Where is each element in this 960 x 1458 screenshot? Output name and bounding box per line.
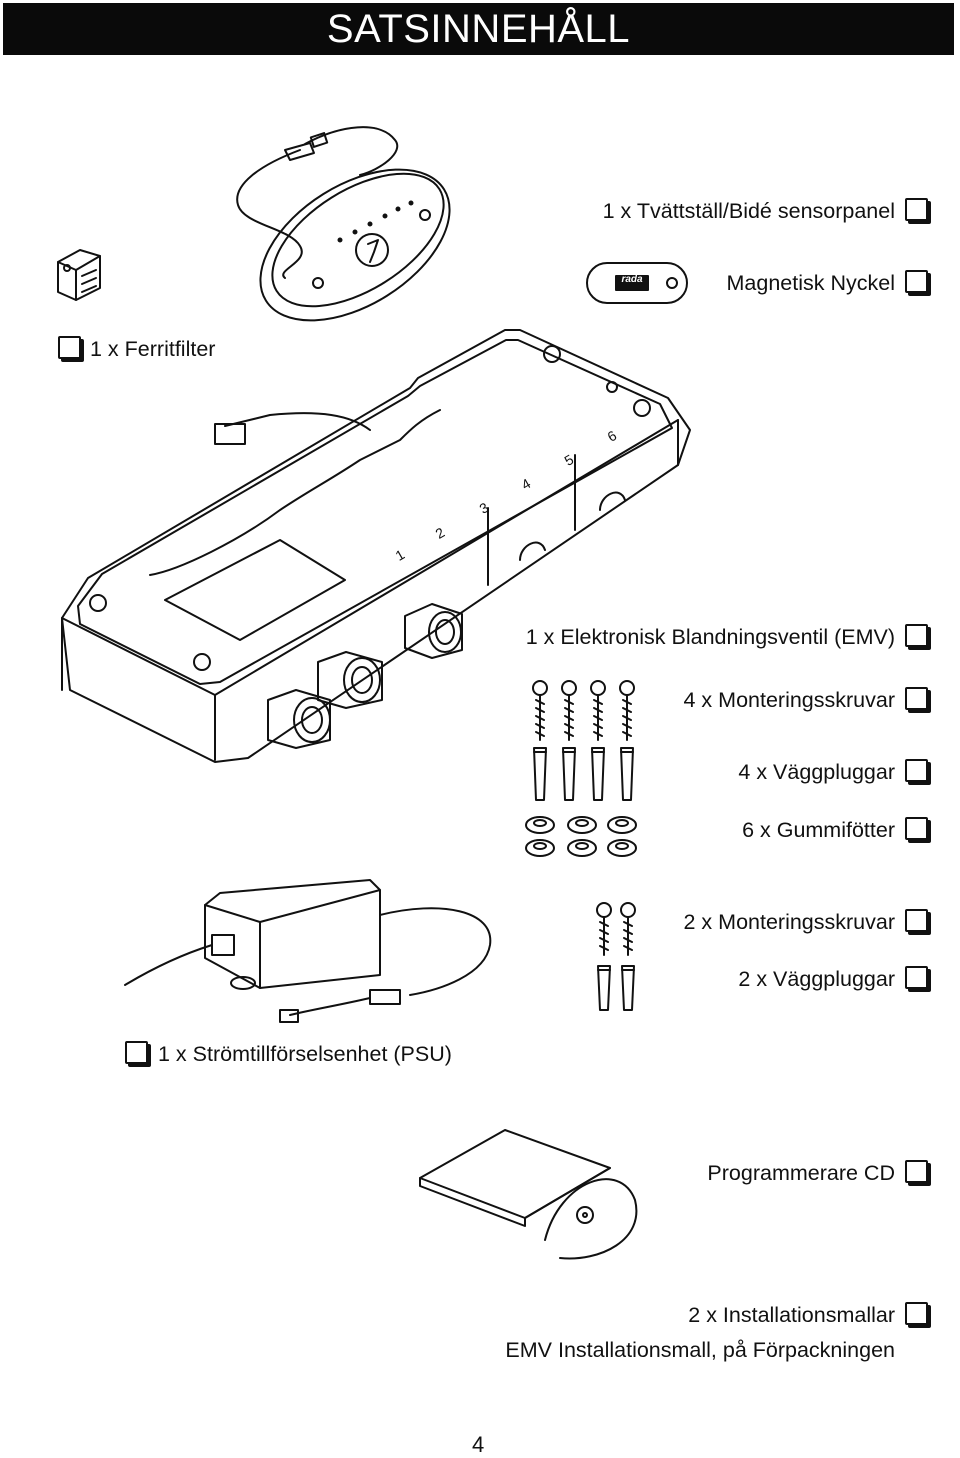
item-label-emv: 1 x Elektronisk Blandningsventil (EMV): [525, 625, 895, 649]
checkbox-templates[interactable]: [905, 1302, 928, 1325]
checkbox-sensor-panel[interactable]: [905, 198, 928, 221]
checkbox-magnetic-key[interactable]: [905, 270, 928, 293]
item-label-screws-4: 4 x Monteringsskruvar: [683, 688, 896, 712]
item-label-cd: Programmerare CD: [707, 1161, 895, 1185]
item-label-plugs-4: 4 x Väggpluggar: [738, 760, 895, 784]
emv-valve-illustration: [61, 329, 691, 763]
sensor-panel-illustration: [236, 126, 451, 322]
rubber-feet-illustration: [525, 816, 637, 857]
page-number: 4: [472, 1432, 485, 1457]
page-title: SATSINNEHÅLL: [326, 6, 631, 51]
ferrite-filter-illustration: [57, 249, 101, 301]
checkbox-emv[interactable]: [905, 624, 928, 647]
item-label-ferrite-filter: 1 x Ferritfilter: [90, 337, 216, 361]
checkbox-plugs-2[interactable]: [905, 966, 928, 989]
plugs-2-illustration: [597, 965, 635, 1011]
checkbox-rubber-feet[interactable]: [905, 817, 928, 840]
item-label-templates: 2 x Installationsmallar: [688, 1303, 895, 1327]
checkbox-psu[interactable]: [125, 1041, 148, 1064]
title-bar: SATSINNEHÅLL: [3, 3, 954, 55]
item-label-psu: 1 x Strömtillförselsenhet (PSU): [158, 1042, 452, 1066]
item-label-rubber-feet: 6 x Gummifötter: [742, 818, 895, 842]
item-label-screws-2: 2 x Monteringsskruvar: [683, 910, 896, 934]
rada-logo: rada: [621, 274, 643, 285]
plugs-4-illustration: [533, 747, 634, 801]
checkbox-screws-4[interactable]: [905, 687, 928, 710]
item-label-sensor-panel: 1 x Tvättställ/Bidé sensorpanel: [602, 199, 895, 223]
cd-illustration: [419, 1129, 638, 1260]
psu-illustration: [124, 879, 492, 1023]
item-label-magnetic-key: Magnetisk Nyckel: [726, 271, 895, 295]
item-label-plugs-2: 2 x Väggpluggar: [738, 967, 895, 991]
checkbox-plugs-4[interactable]: [905, 759, 928, 782]
checkbox-screws-2[interactable]: [905, 909, 928, 932]
checkbox-ferrite-filter[interactable]: [58, 336, 81, 359]
checkbox-cd[interactable]: [905, 1160, 928, 1183]
screws-2-illustration: [596, 902, 636, 956]
screws-4-illustration: [532, 680, 635, 741]
emv-template-note: EMV Installationsmall, på Förpackningen: [505, 1338, 895, 1362]
magnetic-key-illustration: [586, 262, 688, 304]
